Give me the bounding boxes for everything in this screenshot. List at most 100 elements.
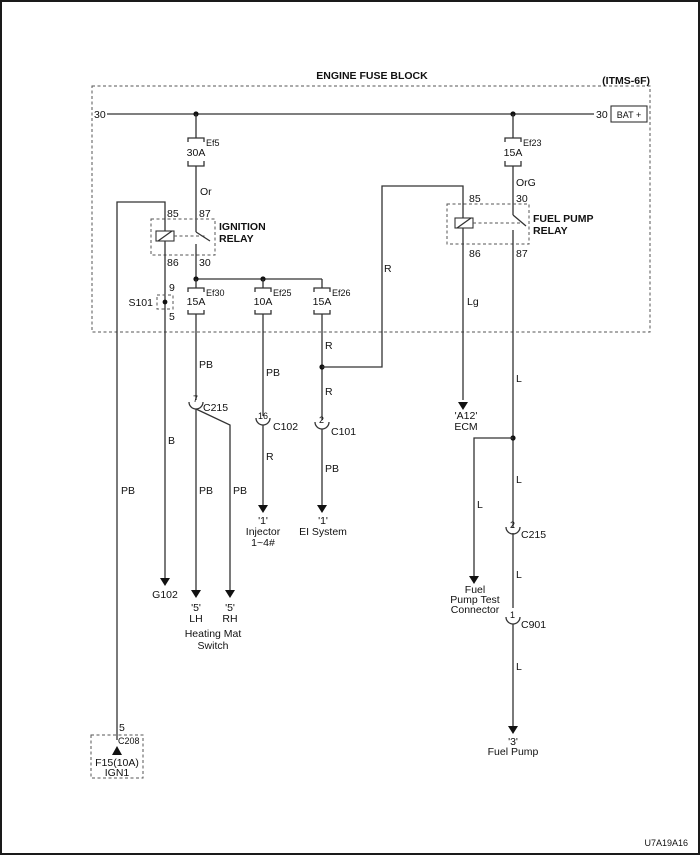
connector-c215-label: C215 — [203, 402, 228, 414]
arrow-icon — [258, 505, 268, 513]
fuse-ef23-rating: 15A — [504, 147, 523, 159]
dest-fp-test-1: Fuel — [465, 584, 485, 596]
wire-color-label: L — [516, 373, 522, 385]
fuel-pump-relay-outline — [446, 203, 530, 245]
wire-color-label: PB — [199, 359, 213, 371]
dest-heating-mat-1: Heating Mat — [185, 628, 242, 640]
connector-gap — [511, 609, 515, 618]
ignition-relay-outline — [150, 218, 216, 256]
battery-label: BAT + — [617, 110, 641, 120]
engine-fuse-block-outline — [91, 85, 651, 333]
fuse-ef23-id: Ef23 — [523, 138, 542, 148]
fuse-ef25-rating: 10A — [254, 296, 273, 308]
dest-fuel-pump-pin: '3' — [508, 736, 518, 748]
ignition-relay-label-1: IGNITION — [219, 221, 266, 233]
arrow-icon — [191, 590, 201, 598]
figure-id: U7A19A16 — [644, 838, 688, 848]
battery-box — [610, 105, 648, 123]
connector-c101-label: C101 — [331, 426, 356, 438]
wire-color-label: PB — [233, 485, 247, 497]
dest-injector-2: 1~4# — [251, 537, 275, 549]
splice-s101-label: S101 — [128, 297, 153, 309]
dest-rh-pin: '5' — [225, 602, 235, 614]
wire-pb-ign-feed — [116, 201, 166, 740]
fp-relay-pin-86: 86 — [469, 248, 481, 260]
dest-ei: EI System — [299, 526, 347, 538]
fuse-ef5-id: Ef5 — [206, 138, 220, 148]
connector-c901-label: C901 — [521, 619, 546, 631]
dest-injector-1: Injector — [246, 526, 281, 538]
connector-c215-right-pin: 2 — [510, 520, 515, 530]
wire-color-label: R — [266, 451, 274, 463]
connector-c101-pin: 2 — [319, 415, 324, 425]
ignition-relay-pin-30: 30 — [199, 257, 211, 269]
fuse-ef26-rating: 15A — [313, 296, 332, 308]
relay-coil-slash — [456, 217, 472, 229]
fp-relay-pin-85: 85 — [469, 193, 481, 205]
bus-terminal-right: 30 — [596, 109, 608, 121]
wire-r-fp-relay — [322, 185, 464, 368]
dest-fp-test-3: Connector — [451, 604, 500, 616]
wire-color-label: PB — [325, 463, 339, 475]
connector-c102-label: C102 — [273, 421, 298, 433]
fuse-ef5-rating: 30A — [187, 147, 206, 159]
arrow-up-icon — [112, 746, 122, 755]
arrow-icon — [317, 505, 327, 513]
fp-relay-label-1: FUEL PUMP — [533, 213, 593, 225]
dest-fp-test-2: Pump Test — [450, 594, 499, 606]
connector-gap — [511, 528, 515, 533]
wire-l-fp-test — [473, 437, 513, 576]
splice-pin-bottom: 5 — [169, 311, 175, 323]
fuse-ef30-rating: 15A — [187, 296, 206, 308]
dest-ei-pin: '1' — [318, 515, 328, 527]
wire-color-label: PB — [266, 367, 280, 379]
connector-c215-right-label: C215 — [521, 529, 546, 541]
splice-pin-top: 9 — [169, 282, 175, 294]
dest-ign-fuse-1: F15(10A) — [95, 757, 139, 769]
arrow-icon — [469, 576, 479, 584]
relay-coil-slash — [157, 230, 173, 242]
dest-heating-mat-2: Switch — [198, 640, 229, 652]
wire-color-label: R — [384, 263, 392, 275]
connector-c208-label: C208 — [118, 736, 140, 746]
fuse-block-code: (ITMS-6F) — [602, 75, 650, 87]
dest-ecm-pin: 'A12' — [455, 410, 478, 422]
wire-color-label: Lg — [467, 296, 479, 308]
connector-c215-right-icon — [505, 526, 521, 535]
dest-lh: LH — [189, 613, 202, 625]
fuse-ef30-id: Ef30 — [206, 288, 225, 298]
wire-color-label: OrG — [516, 177, 536, 189]
dest-injector-pin: '1' — [258, 515, 268, 527]
connector-c901-pin: 1 — [510, 610, 515, 620]
wire-color-label: L — [516, 661, 522, 673]
arrow-icon — [458, 402, 468, 410]
fp-relay-label-2: RELAY — [533, 225, 568, 237]
fp-relay-pin-87: 87 — [516, 248, 528, 260]
relay-switch-icon — [195, 231, 211, 242]
wire-color-label: R — [325, 386, 333, 398]
ignition-relay-pin-86: 86 — [167, 257, 179, 269]
ignition-relay-label-2: RELAY — [219, 233, 254, 245]
dest-rh: RH — [222, 613, 237, 625]
fp-relay-pin-30: 30 — [516, 193, 528, 205]
splice-s101-outline — [156, 294, 174, 310]
ignition-relay-pin-87: 87 — [199, 208, 211, 220]
wire-color-label: PB — [199, 485, 213, 497]
wire-color-label: Or — [200, 186, 212, 198]
wire-color-label: R — [325, 340, 333, 352]
dest-lh-pin: '5' — [191, 602, 201, 614]
dest-ecm: ECM — [454, 421, 477, 433]
connector-c215-pin: 7 — [193, 394, 198, 404]
dest-g102: G102 — [152, 589, 178, 601]
bus-terminal-left: 30 — [94, 109, 106, 121]
wire-color-label: L — [516, 569, 522, 581]
wire-color-label: B — [168, 435, 175, 447]
wire-color-label: PB — [121, 485, 135, 497]
relay-switch-icon — [512, 214, 527, 227]
ign1-fuse-outline — [90, 734, 144, 779]
dest-ign-fuse-2: IGN1 — [105, 767, 130, 779]
arrow-icon — [225, 590, 235, 598]
wire-color-label: L — [477, 499, 483, 511]
fuse-block-title: ENGINE FUSE BLOCK — [316, 70, 428, 82]
